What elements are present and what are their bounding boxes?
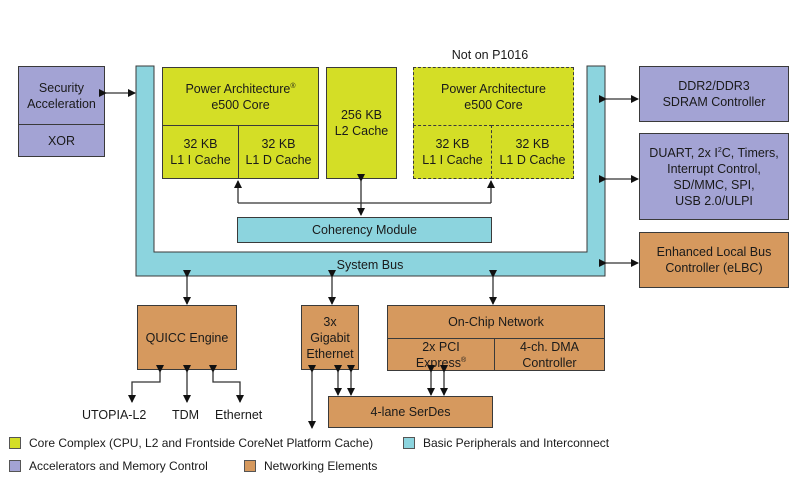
elbc-block: Enhanced Local Bus Controller (eLBC) <box>639 232 789 288</box>
legend-label: Accelerators and Memory Control <box>29 459 208 473</box>
registered-mark: ® <box>460 356 467 364</box>
legend-swatch <box>244 460 256 472</box>
on-chip-network-block: On-Chip Network <box>387 305 605 339</box>
arrow-quicc-ethernet <box>209 365 244 403</box>
port-tdm: TDM <box>172 408 200 422</box>
coherency-module-block: Coherency Module <box>237 217 492 243</box>
xor-block: XOR <box>18 124 105 157</box>
core2-l1d-cache: 32 KB L1 D Cache <box>491 125 574 179</box>
legend-label: Core Complex (CPU, L2 and Frontside Core… <box>29 436 374 450</box>
legend-swatch <box>403 437 415 449</box>
quicc-engine-block: QUICC Engine <box>137 305 237 370</box>
peripherals-line1a: DUART, 2x I <box>649 145 718 160</box>
arrow-quicc-utopia <box>128 365 164 403</box>
legend-swatch <box>9 437 21 449</box>
peripherals-block: DUART, 2x I2C, Timers, Interrupt Control… <box>639 133 789 220</box>
system-bus-label: System Bus <box>336 258 404 272</box>
not-on-p1016-label: Not on P1016 <box>451 48 529 62</box>
core2-l1i-cache: 32 KB L1 I Cache <box>413 125 492 179</box>
core1-block: Power Architecture® e500 Core <box>162 67 319 126</box>
legend-item-networking: Networking Elements <box>244 459 377 473</box>
peripherals-rest: Interrupt Control, SD/MMC, SPI, USB 2.0/… <box>667 161 761 208</box>
legend-item-peripherals: Basic Peripherals and Interconnect <box>403 436 609 450</box>
serdes-block: 4-lane SerDes <box>328 396 493 428</box>
peripherals-line1b: C, Timers, <box>721 145 779 160</box>
gigabit-ethernet-block: 3x Gigabit Ethernet <box>301 305 359 370</box>
legend-item-accelerators: Accelerators and Memory Control <box>9 459 208 473</box>
dma-controller-block: 4-ch. DMA Controller <box>494 338 605 371</box>
l2-cache-block: 256 KB L2 Cache <box>326 67 397 179</box>
legend-item-core: Core Complex (CPU, L2 and Frontside Core… <box>9 436 373 450</box>
legend-label: Networking Elements <box>264 459 378 473</box>
core1-title: Power Architecture <box>185 81 291 96</box>
core1-l1i-cache: 32 KB L1 I Cache <box>162 125 239 179</box>
legend-swatch <box>9 460 21 472</box>
ddr-controller-block: DDR2/DDR3 SDRAM Controller <box>639 66 789 122</box>
security-acceleration-block: Security Acceleration <box>18 66 105 125</box>
registered-mark: ® <box>290 82 296 90</box>
port-utopia-l2: UTOPIA-L2 <box>82 408 147 422</box>
core1-l1d-cache: 32 KB L1 D Cache <box>238 125 319 179</box>
legend-label: Basic Peripherals and Interconnect <box>423 436 610 450</box>
core1-subtitle: e500 Core <box>211 97 270 112</box>
pcie-line1: 2x PCI <box>422 339 460 354</box>
superscript-2: 2 <box>717 146 722 154</box>
port-ethernet: Ethernet <box>215 408 263 422</box>
